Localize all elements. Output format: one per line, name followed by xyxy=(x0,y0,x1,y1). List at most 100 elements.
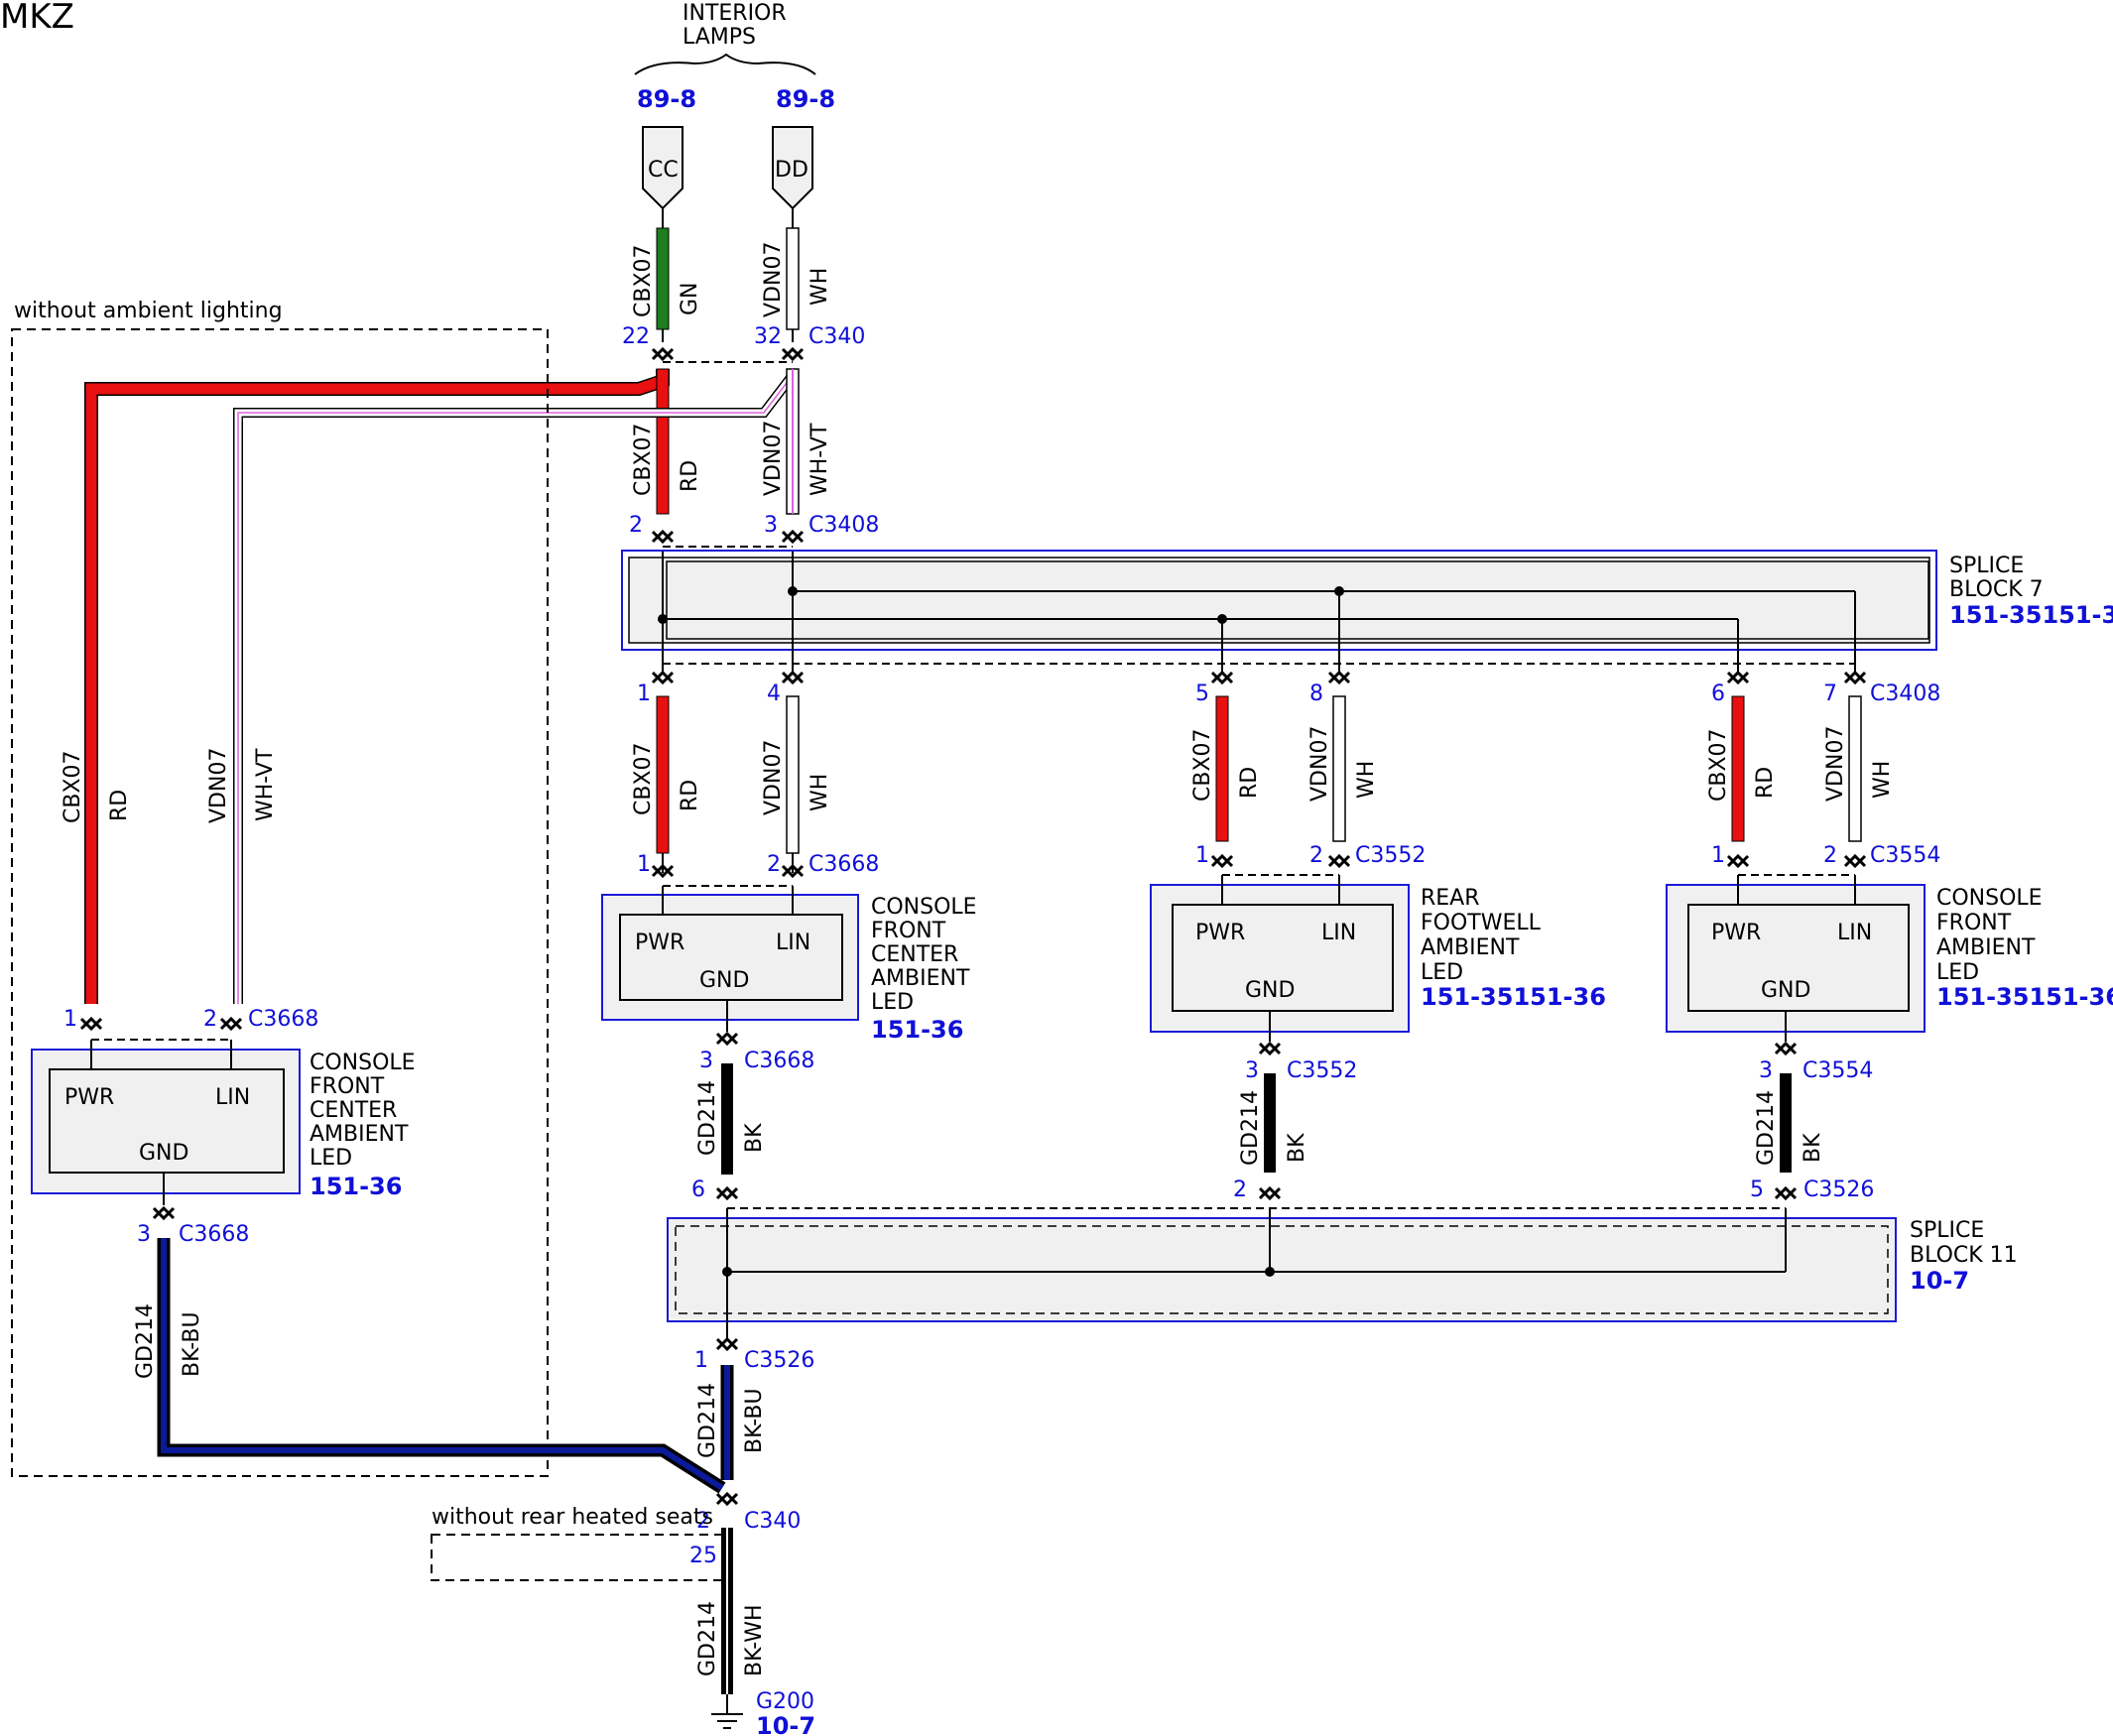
ground-g200[interactable]: G200 xyxy=(756,1689,814,1714)
ref-89-8-left[interactable]: 89-8 xyxy=(637,85,696,113)
wire-cbx07-rd-left[interactable] xyxy=(84,369,670,1004)
svg-text:4: 4 xyxy=(767,682,781,706)
svg-text:FRONT: FRONT xyxy=(871,919,946,943)
wire-cbx07-rd[interactable] xyxy=(656,368,670,515)
svg-text:GD214: GD214 xyxy=(695,1383,720,1458)
svg-text:FRONT: FRONT xyxy=(1936,911,2012,935)
svg-text:AMBIENT: AMBIENT xyxy=(1421,935,1520,960)
svg-text:RD: RD xyxy=(1237,767,1262,799)
option-without-rear-heated-seats: without rear heated seats xyxy=(432,1505,713,1530)
wire-vdn07-wh-top[interactable] xyxy=(786,227,800,330)
svg-text:LIN: LIN xyxy=(215,1085,250,1110)
ref-module-rear[interactable]: 151-35151-36 xyxy=(1421,983,1606,1011)
svg-text:CENTER: CENTER xyxy=(871,942,958,967)
svg-text:5: 5 xyxy=(1750,1178,1764,1202)
connector-c3408-top[interactable]: C3408 xyxy=(808,513,879,538)
svg-text:RD: RD xyxy=(1753,767,1778,799)
svg-text:3: 3 xyxy=(764,513,778,538)
connector-c3554-gnd[interactable]: C3554 xyxy=(1802,1058,1873,1083)
interior-lamps-label-1: INTERIOR xyxy=(683,1,787,26)
svg-text:GND: GND xyxy=(1245,978,1295,1003)
svg-text:2: 2 xyxy=(696,1509,710,1534)
svg-text:3: 3 xyxy=(137,1222,151,1247)
svg-text:CBX07: CBX07 xyxy=(1706,728,1731,802)
connector-c3554-top[interactable]: C3554 xyxy=(1870,843,1940,868)
svg-text:BK-WH: BK-WH xyxy=(742,1604,767,1676)
svg-text:PWR: PWR xyxy=(1711,921,1761,945)
svg-text:BK: BK xyxy=(1801,1133,1825,1163)
svg-text:CBX07: CBX07 xyxy=(61,750,85,823)
interior-lamps-label-2: LAMPS xyxy=(683,25,756,50)
svg-text:1: 1 xyxy=(1711,843,1725,868)
wire-cbx07-rd-right[interactable] xyxy=(1731,695,1745,842)
connector-c340-bottom[interactable]: C340 xyxy=(744,1509,801,1534)
svg-text:22: 22 xyxy=(622,324,650,349)
ref-module-right[interactable]: 151-35151-36 xyxy=(1936,983,2113,1011)
svg-text:GND: GND xyxy=(699,968,749,993)
connector-c340-top[interactable]: C340 xyxy=(808,324,865,349)
svg-text:3: 3 xyxy=(1759,1058,1773,1083)
svg-text:PWR: PWR xyxy=(1195,921,1245,945)
svg-text:LIN: LIN xyxy=(776,930,810,955)
svg-text:WH-VT: WH-VT xyxy=(253,748,278,821)
svg-text:LED: LED xyxy=(1421,960,1463,985)
wire-gd214-bk-right[interactable] xyxy=(1780,1073,1792,1173)
wire-cbx07-gn[interactable] xyxy=(656,227,670,330)
svg-text:BK: BK xyxy=(1285,1133,1309,1163)
svg-text:RD: RD xyxy=(678,780,702,811)
ref-89-8-right[interactable]: 89-8 xyxy=(776,85,835,113)
svg-text:GD214: GD214 xyxy=(695,1601,720,1676)
svg-text:2: 2 xyxy=(1823,843,1837,868)
svg-text:BK-BU: BK-BU xyxy=(180,1311,204,1377)
connector-c3668-left-gnd[interactable]: C3668 xyxy=(179,1222,249,1247)
connector-cc xyxy=(642,126,684,210)
svg-text:WH-VT: WH-VT xyxy=(808,423,832,496)
connector-c3668-center[interactable]: C3668 xyxy=(808,852,879,877)
ref-module-center[interactable]: 151-36 xyxy=(871,1016,963,1044)
svg-text:2: 2 xyxy=(767,852,781,877)
wire-gd214-bk-rear[interactable] xyxy=(1264,1073,1276,1173)
wire-gd214-bk-center[interactable] xyxy=(721,1063,733,1175)
connector-c3526-top[interactable]: C3526 xyxy=(1803,1178,1874,1202)
svg-text:WH: WH xyxy=(1354,761,1379,799)
svg-text:CBX07: CBX07 xyxy=(631,742,656,815)
svg-text:RD: RD xyxy=(678,460,702,492)
svg-text:LED: LED xyxy=(1936,960,1979,985)
svg-text:7: 7 xyxy=(1823,682,1837,706)
ref-ground[interactable]: 10-7 xyxy=(756,1712,815,1736)
svg-text:RD: RD xyxy=(107,790,132,821)
svg-text:BK-BU: BK-BU xyxy=(742,1388,767,1453)
ref-module-left[interactable]: 151-36 xyxy=(310,1173,402,1200)
svg-text:GD214: GD214 xyxy=(1238,1090,1263,1166)
svg-text:SPLICE: SPLICE xyxy=(1910,1218,1984,1243)
svg-text:VDN07: VDN07 xyxy=(206,748,231,823)
svg-text:CBX07: CBX07 xyxy=(1190,728,1215,802)
svg-text:VDN07: VDN07 xyxy=(761,740,786,815)
svg-text:PWR: PWR xyxy=(635,930,684,955)
ref-splice-block-7[interactable]: 151-35151-36 xyxy=(1949,601,2113,629)
svg-text:32: 32 xyxy=(754,324,782,349)
connector-c3668-left[interactable]: C3668 xyxy=(248,1007,318,1032)
connector-c3552-gnd[interactable]: C3552 xyxy=(1287,1058,1357,1083)
option-without-ambient-lighting: without ambient lighting xyxy=(14,299,283,323)
svg-text:AMBIENT: AMBIENT xyxy=(871,966,970,991)
wire-vdn07-wh-right[interactable] xyxy=(1848,695,1862,842)
svg-text:1: 1 xyxy=(637,852,651,877)
wire-cbx07-rd-rear[interactable] xyxy=(1215,695,1229,842)
option-region-ambient xyxy=(11,328,549,1477)
connector-c3668-center-gnd[interactable]: C3668 xyxy=(744,1049,814,1073)
connector-c3408-bottom[interactable]: C3408 xyxy=(1870,682,1940,706)
svg-text:GND: GND xyxy=(139,1141,188,1166)
wire-vdn07-wh-center[interactable] xyxy=(786,695,800,854)
svg-text:3: 3 xyxy=(1245,1058,1259,1083)
svg-text:2: 2 xyxy=(1233,1178,1247,1202)
wire-vdn07-wh-rear[interactable] xyxy=(1332,695,1346,842)
svg-text:VDN07: VDN07 xyxy=(1307,726,1332,802)
connector-c3552-top[interactable]: C3552 xyxy=(1355,843,1426,868)
wire-cbx07-rd-center[interactable] xyxy=(656,695,670,854)
connector-c3526-bottom[interactable]: C3526 xyxy=(744,1348,814,1373)
ref-splice-block-11[interactable]: 10-7 xyxy=(1910,1267,1969,1295)
svg-text:1: 1 xyxy=(694,1348,708,1373)
connector-dd-label: DD xyxy=(775,158,808,183)
